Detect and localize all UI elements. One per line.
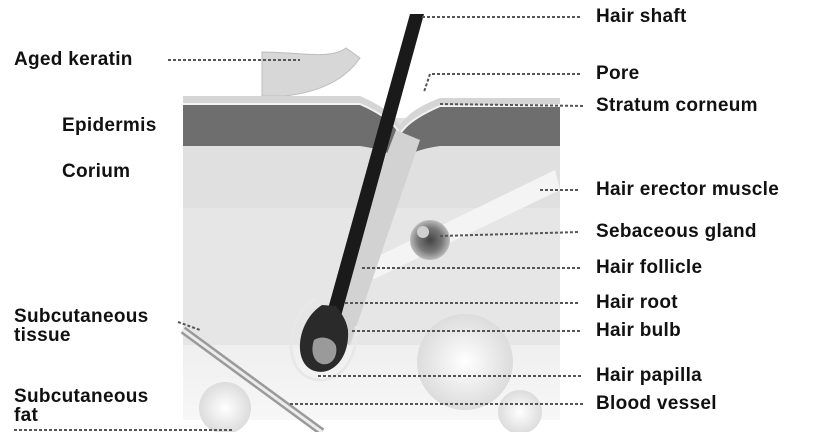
fat-lobule <box>498 390 542 432</box>
aged-keratin-flake <box>262 48 360 96</box>
label-hair-shaft: Hair shaft <box>596 7 687 27</box>
label-subcutaneous-tissue-line1: Subcutaneous <box>14 306 149 327</box>
leader-pore <box>424 74 580 92</box>
label-sebaceous-gland: Sebaceous gland <box>596 222 757 242</box>
label-subcutaneous-fat: Subcutaneous fat <box>14 387 149 425</box>
fat-lobule <box>199 382 251 432</box>
label-corium: Corium <box>62 162 130 182</box>
sebaceous-gland-highlight <box>417 226 429 238</box>
label-hair-follicle: Hair follicle <box>596 258 702 278</box>
label-stratum-corneum: Stratum corneum <box>596 96 758 116</box>
label-subcutaneous-fat-line1: Subcutaneous <box>14 386 149 407</box>
label-hair-root: Hair root <box>596 293 678 313</box>
label-hair-bulb: Hair bulb <box>596 321 681 341</box>
label-epidermis: Epidermis <box>62 116 157 136</box>
label-hair-erector-muscle: Hair erector muscle <box>596 180 779 200</box>
label-pore: Pore <box>596 64 639 84</box>
label-subcutaneous-tissue-line2: tissue <box>14 326 149 345</box>
label-hair-papilla: Hair papilla <box>596 366 702 386</box>
label-subcutaneous-fat-line2: fat <box>14 406 149 425</box>
label-blood-vessel: Blood vessel <box>596 394 717 414</box>
sebaceous-gland <box>410 220 450 260</box>
fat-lobule <box>417 314 513 410</box>
label-aged-keratin: Aged keratin <box>14 50 133 70</box>
label-subcutaneous-tissue: Subcutaneous tissue <box>14 307 149 345</box>
